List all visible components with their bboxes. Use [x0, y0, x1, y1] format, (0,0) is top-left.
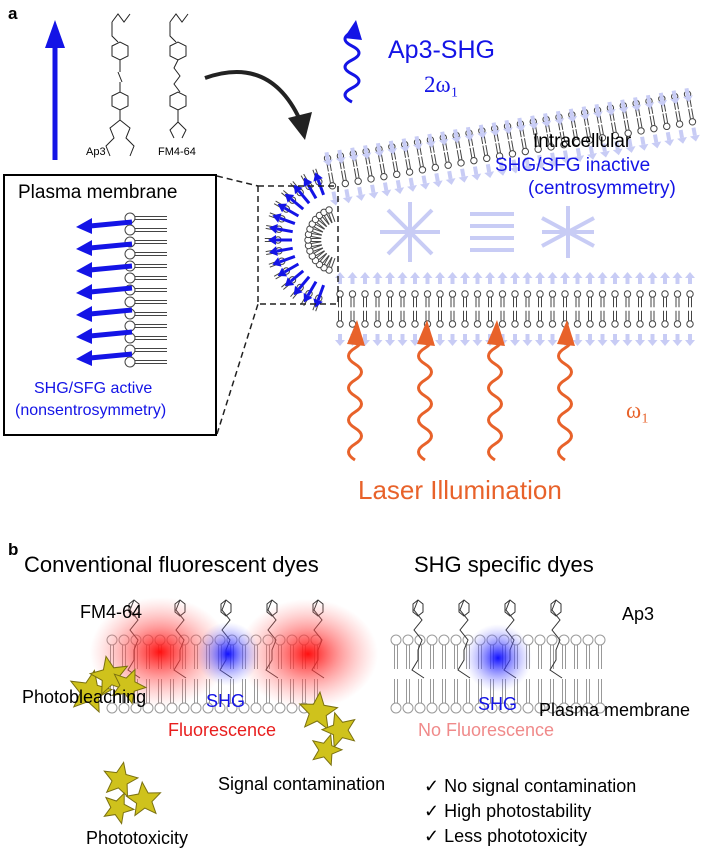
- shg-wave: [343, 20, 362, 104]
- benefit-2-text: High photostability: [444, 801, 592, 821]
- check-icon: ✓: [424, 826, 440, 846]
- active-label: SHG/SFG active: [34, 380, 153, 397]
- fm4-64-molecule: [169, 13, 189, 139]
- dipole-arrow: [45, 20, 65, 160]
- shg-right-label: SHG: [478, 694, 518, 714]
- centrosymmetry-label: (centrosymmetry): [528, 178, 676, 199]
- benefit-2: ✓ High photostability: [424, 801, 591, 822]
- fluorescence-glows: [90, 597, 532, 709]
- check-icon: ✓: [424, 776, 440, 796]
- laser-waves: [347, 320, 575, 462]
- panel-a-letter: a: [8, 4, 18, 23]
- plasma-membrane-b-label: Plasma membrane: [539, 700, 691, 720]
- intracellular-label: Intracellular: [533, 131, 632, 152]
- benefit-3-text: Less phototoxicity: [444, 826, 588, 846]
- photobleaching-label: Photobleaching: [22, 687, 147, 707]
- phototoxicity-label: Phototoxicity: [86, 828, 189, 848]
- fm4-64-b-label: FM4-64: [80, 602, 143, 622]
- ap3-shg-label: Ap3-SHG: [388, 36, 495, 64]
- inset-box: [3, 174, 217, 436]
- lower-membrane: [335, 272, 695, 346]
- ap3-molecule: [105, 13, 135, 157]
- inactive-label: SHG/SFG inactive: [495, 155, 651, 176]
- signal-contamination-label: Signal contamination: [218, 774, 386, 794]
- no-fluorescence-label: No Fluorescence: [418, 720, 555, 740]
- nonsentrosymmetry-label: (nonsentrosymmetry): [15, 402, 167, 419]
- benefit-3: ✓ Less phototoxicity: [424, 826, 587, 847]
- left-title: Conventional fluorescent dyes: [24, 552, 319, 577]
- laser-illumination-label: Laser Illumination: [358, 475, 562, 505]
- benefit-1: ✓ No signal contamination: [424, 776, 636, 797]
- curved-arrow: [204, 70, 312, 140]
- zoom-box: [216, 175, 339, 435]
- inset-title: Plasma membrane: [18, 182, 178, 203]
- intracellular-arrows: [380, 202, 595, 262]
- two-omega-label: 2ω₁: [424, 72, 459, 97]
- right-title: SHG specific dyes: [414, 552, 594, 577]
- check-icon: ✓: [424, 801, 440, 821]
- panel-b-letter: b: [8, 540, 19, 559]
- upper-membrane: [322, 87, 700, 206]
- fm4-64-label: FM4-64: [158, 146, 196, 158]
- omega-label: ω₁: [626, 398, 650, 423]
- shg-left-label: SHG: [206, 691, 246, 711]
- stars: [69, 655, 356, 825]
- ap3-label: Ap3: [86, 146, 106, 158]
- benefit-1-text: No signal contamination: [444, 776, 637, 796]
- fluorescence-label: Fluorescence: [168, 720, 277, 740]
- curved-membrane: [264, 168, 336, 312]
- inset-membrane: [76, 212, 167, 368]
- ap3-b-label: Ap3: [622, 604, 655, 624]
